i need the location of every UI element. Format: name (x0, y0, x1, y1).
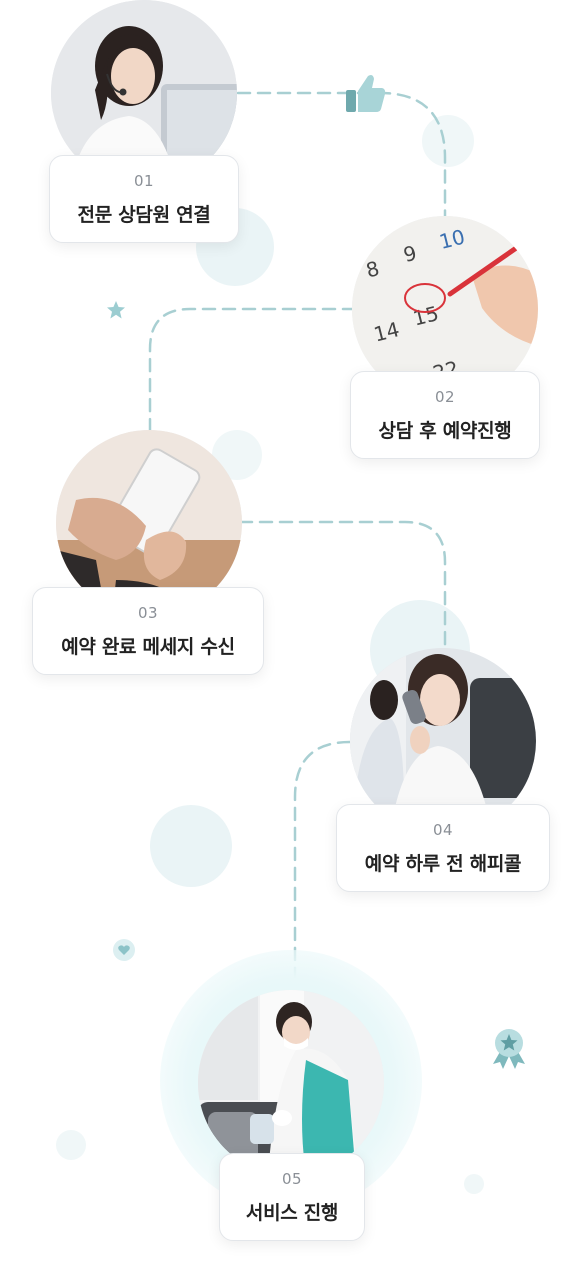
step-5-photo (198, 990, 384, 1176)
step-3-number: 03 (137, 604, 159, 622)
step-5-title: 서비스 진행 (245, 1202, 339, 1224)
step-4-photo (350, 648, 536, 834)
calendar-number: 14 (371, 317, 402, 346)
calendar-number: 10 (437, 224, 468, 253)
background-blob (150, 805, 232, 887)
step-4-card: 04 예약 하루 전 해피콜 (336, 804, 550, 892)
heart-icon (113, 939, 135, 961)
connector-line-1-2 (236, 91, 447, 227)
cleaning-service-photo (198, 990, 384, 1176)
background-blob (464, 1174, 484, 1194)
step-3-card: 03 예약 완료 메세지 수신 (32, 587, 264, 675)
award-ribbon-icon (493, 1029, 525, 1069)
background-blob (56, 1130, 86, 1160)
background-blob (422, 115, 474, 167)
calendar-number: 9 (401, 241, 419, 267)
thumbs-up-icon (346, 75, 386, 112)
step-5-card: 05 서비스 진행 (219, 1153, 365, 1241)
step-4-title: 예약 하루 전 해피콜 (364, 853, 522, 875)
step-1-title: 전문 상담원 연결 (77, 204, 211, 226)
step-1-card: 01 전문 상담원 연결 (49, 155, 239, 243)
step-2-card: 02 상담 후 예약진행 (350, 371, 540, 459)
step-3-title: 예약 완료 메세지 수신 (61, 636, 235, 658)
step-2-number: 02 (434, 388, 456, 406)
step-4-number: 04 (432, 821, 454, 839)
calendar-number: 8 (364, 256, 382, 282)
calendar-number: 15 (411, 301, 442, 330)
step-2-title: 상담 후 예약진행 (378, 420, 512, 442)
connector-line-2-3 (148, 307, 357, 434)
step-1-number: 01 (133, 172, 155, 190)
connector-line-3-4 (238, 520, 447, 670)
star-icon (107, 301, 125, 319)
connector-line-4-5 (293, 740, 352, 992)
step-5-number: 05 (281, 1170, 303, 1188)
